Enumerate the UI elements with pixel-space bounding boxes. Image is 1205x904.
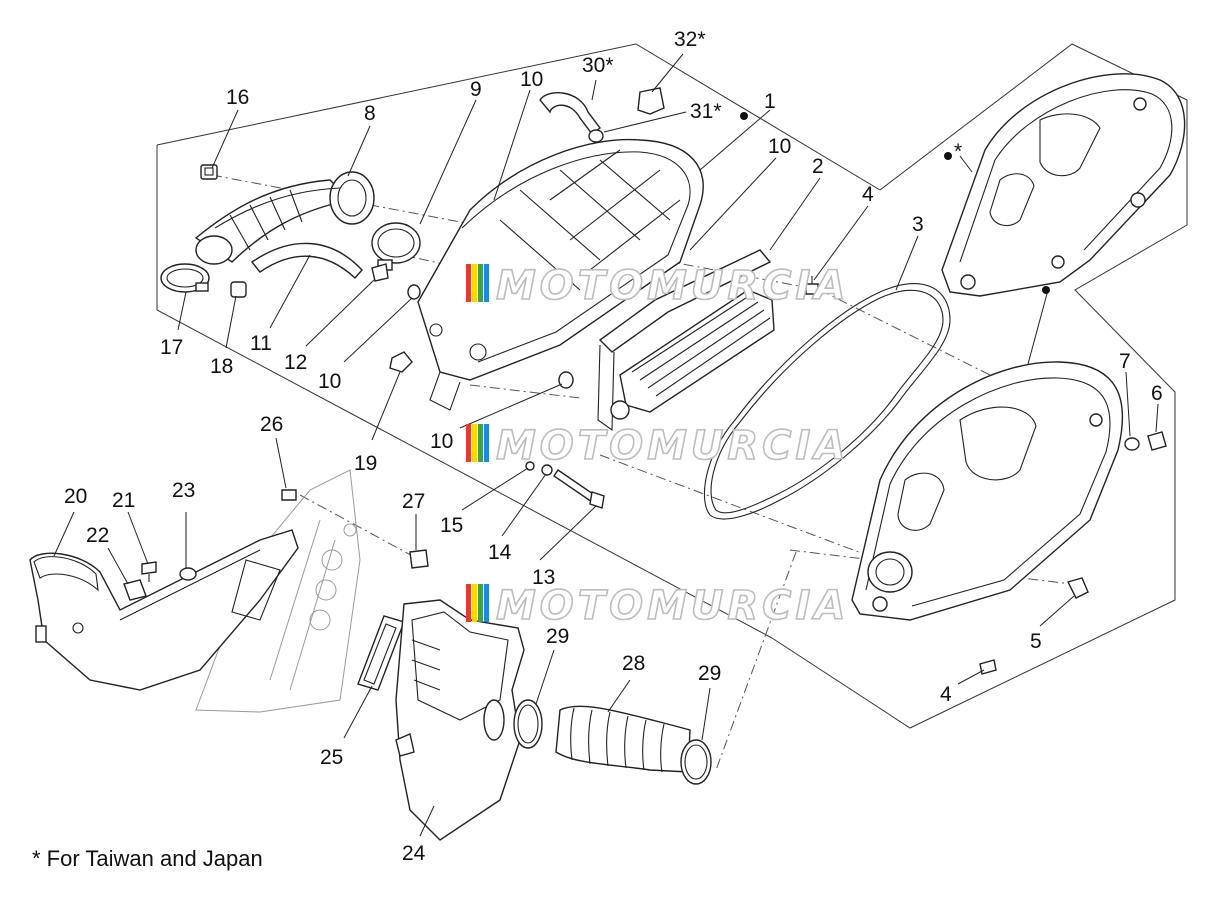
callout-23: 23 [172, 479, 195, 502]
callout-32: 32* [674, 28, 706, 51]
part-11-hose [250, 242, 363, 280]
callout-1: 1 [764, 90, 776, 113]
watermark-stripe-4 [484, 584, 489, 622]
watermark-stripe-3 [478, 424, 483, 462]
part-29-clamp-left [513, 699, 543, 749]
callout-29-left: 29 [546, 625, 569, 648]
part-9-clamp [371, 222, 421, 271]
callout-4-bottom: 4 [940, 683, 952, 706]
part-31-clip [588, 129, 604, 143]
part-24-duct-housing [395, 599, 525, 841]
part-19-nut [389, 351, 413, 373]
callout-19: 19 [354, 452, 377, 475]
watermark-stripe-2 [472, 424, 477, 462]
callout-11: 11 [250, 332, 272, 355]
callout-15: 15 [440, 514, 463, 537]
callout-29-right: 29 [698, 662, 721, 685]
callout-13: 13 [532, 566, 555, 589]
callout-21: 21 [112, 489, 135, 512]
watermark-stripe-2 [472, 584, 477, 622]
watermark-text: MOTOMURCIA [496, 583, 849, 629]
callout-3: 3 [912, 213, 924, 236]
callout-labels: 1 2 3 4 4 5 6 7 8 9 10 10 10 10 11 12 13… [64, 28, 1163, 865]
part-1-airbox-housing [417, 138, 704, 411]
callout-22: 22 [86, 524, 109, 547]
part-30-breather-hose [539, 92, 601, 135]
watermark-top: MOTOMURCIA [466, 262, 849, 310]
assembly-frames [156, 43, 1188, 729]
reference-dots [740, 112, 1050, 294]
part-28-bellows [555, 705, 691, 773]
callout-9: 9 [470, 78, 482, 101]
callout-12: 12 [284, 351, 307, 374]
callout-27: 27 [402, 490, 425, 513]
part-20-lower-duct [29, 529, 299, 691]
watermark-stripe-1 [466, 584, 471, 622]
part-7-clamp [1124, 437, 1140, 451]
callout-6: 6 [1151, 382, 1163, 405]
callout-30: 30* [582, 54, 614, 77]
watermark-stripe-3 [478, 584, 483, 622]
watermark-text: MOTOMURCIA [496, 263, 849, 309]
callout-5: 5 [1030, 630, 1042, 653]
callout-20: 20 [64, 485, 87, 508]
leader-lines [53, 53, 1159, 837]
callout-10-right: 10 [768, 135, 791, 158]
watermark-middle: MOTOMURCIA [466, 422, 849, 470]
part-32-bracket [637, 87, 665, 115]
part-29-clamp-right [680, 739, 712, 785]
callout-16: 16 [226, 86, 249, 109]
callout-10-left: 10 [318, 370, 341, 393]
watermark-stripe-1 [466, 424, 471, 462]
watermark-stripe-4 [484, 424, 489, 462]
watermark-bottom: MOTOMURCIA [466, 582, 849, 630]
callout-14: 14 [488, 541, 512, 564]
part-cover-asterisk-variant [941, 73, 1186, 297]
callout-10-mid: 10 [430, 430, 453, 453]
watermark-text: MOTOMURCIA [496, 423, 849, 469]
callout-2: 2 [812, 155, 824, 178]
callout-18: 18 [210, 355, 233, 378]
part-main-cover [851, 361, 1124, 621]
part-6-plug [1147, 431, 1167, 451]
part-8-intake-duct [194, 171, 375, 265]
callout-10-top: 10 [520, 68, 543, 91]
callout-17: 17 [160, 336, 183, 359]
part-27-clip [409, 549, 429, 569]
callout-24: 24 [402, 842, 426, 865]
part-26-screw [281, 489, 297, 501]
watermark-stripe-2 [472, 264, 477, 302]
callout-28: 28 [622, 652, 645, 675]
callout-4-top: 4 [862, 183, 874, 206]
part-5-bolt [1066, 577, 1089, 599]
callout-7: 7 [1119, 350, 1131, 373]
part-13-bolt [553, 469, 605, 509]
part-4-screws [805, 276, 997, 675]
watermark-stripe-1 [466, 264, 471, 302]
part-22-clip [123, 579, 147, 601]
part-3-gasket [703, 283, 951, 520]
part-2-air-filter [597, 249, 775, 432]
part-23-plug [179, 567, 197, 581]
part-16-clip [200, 164, 218, 180]
part-14-washer [541, 464, 553, 476]
callout-26: 26 [260, 413, 283, 436]
callout-31: 31* [690, 100, 722, 123]
footnote: * For Taiwan and Japan [32, 846, 263, 871]
callout-8: 8 [364, 102, 376, 125]
part-18-grommet [230, 281, 247, 298]
watermark-stripe-3 [478, 264, 483, 302]
watermark-stripe-4 [484, 264, 489, 302]
callout-25: 25 [320, 746, 343, 769]
callout-asterisk: * [954, 140, 962, 163]
part-17-clamp [160, 263, 210, 293]
part-21-screw [141, 561, 157, 582]
part-12-clip [371, 263, 389, 282]
